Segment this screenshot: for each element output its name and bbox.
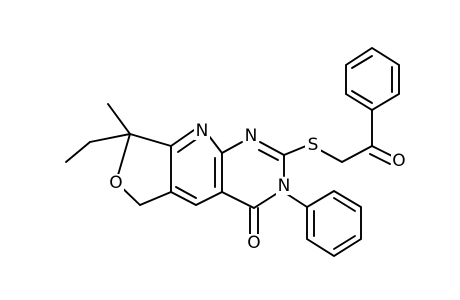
bond-pyridine-double-1 — [177, 137, 199, 153]
bond-pyridine-n-c10a — [208, 135, 223, 154]
bond-ch2-co — [341, 145, 373, 163]
bond-pyrimidine-n1-c2-double — [258, 149, 279, 161]
bond-ethyl-ch3 — [65, 141, 91, 163]
pyridine-nitrogen-label: N — [196, 121, 209, 141]
bottom-phenyl-double-2 — [333, 235, 356, 250]
bond-pyrimidine-n1-c2 — [259, 141, 285, 156]
bond-ketone-2 — [369, 153, 391, 165]
bottom-phenyl-ring — [306, 189, 362, 258]
sulfur-label: S — [308, 135, 319, 155]
bottom-phenyl-double-3 — [333, 197, 356, 212]
top-phenyl-double-3 — [351, 90, 373, 104]
bond-pyran-c8-c9 — [129, 133, 172, 147]
bond-pyrimidine-c10a-n1 — [221, 141, 243, 154]
bond-n3-phenyl — [286, 193, 308, 208]
ketone-oxygen-label: O — [392, 151, 405, 171]
bond-pyrimidine-c4-c4a — [221, 191, 255, 209]
bond-ketone-1 — [371, 145, 393, 157]
bond-methyl — [107, 103, 131, 135]
bond-pyridine-c5-c5a — [170, 191, 197, 206]
bond-c2-s — [283, 145, 307, 156]
top-phenyl-double-2 — [351, 55, 373, 69]
pyrimidine-nitrogen-bottom-label: N — [278, 176, 291, 196]
top-phenyl-ring — [345, 46, 400, 112]
pyrimidine-nitrogen-top-label: N — [245, 126, 258, 146]
bond-pyridine-double-3 — [175, 186, 197, 199]
bond-pyridine-c4a-c5 — [195, 191, 223, 206]
bond-s-ch2 — [319, 149, 343, 163]
bond-pyrimidine-n3-c4 — [253, 193, 277, 209]
bond-ethyl-ch2 — [89, 133, 131, 143]
bond-pyridine-c9a-n — [170, 129, 195, 147]
ring-oxygen-label: O — [109, 173, 122, 193]
carbonyl-oxygen-label: O — [247, 233, 260, 253]
bond-pyran-ch2-c5a — [139, 191, 172, 206]
